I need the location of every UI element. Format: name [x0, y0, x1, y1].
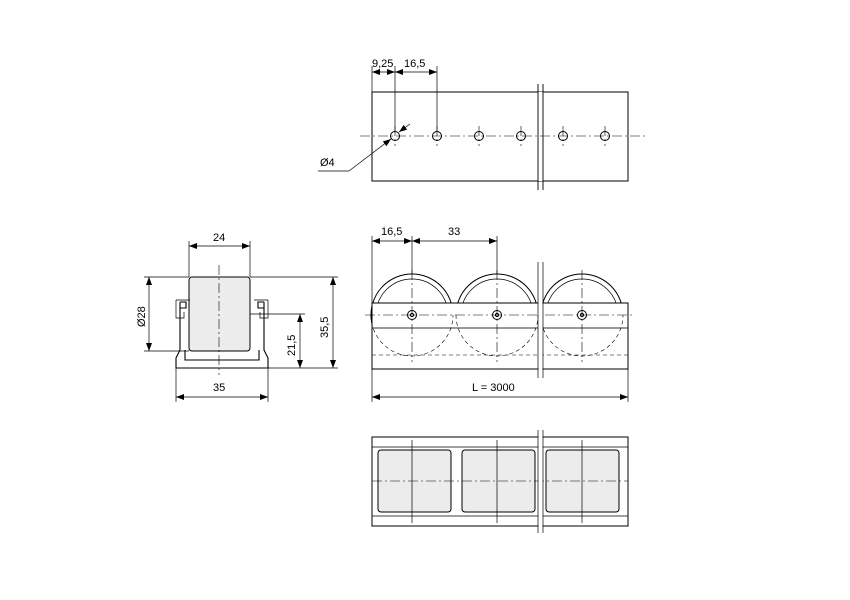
dim-roller-diameter: Ø28	[136, 306, 148, 327]
dim-hole-offset: 9,25	[372, 58, 393, 70]
profile-top-outline	[371, 436, 629, 527]
top-view-outline	[371, 91, 629, 182]
profile-side	[371, 302, 629, 370]
dim-total-height: 35,5	[319, 317, 331, 338]
top-view: 9,25 16,5 Ø4	[318, 58, 645, 190]
profile-section	[175, 301, 269, 369]
dim-axle-height: 21,5	[286, 335, 298, 356]
end-view: 24 Ø28 35 21,5 35,5	[136, 232, 338, 402]
dim-hole-diameter: Ø4	[320, 157, 335, 169]
dim-length: L = 3000	[472, 382, 515, 394]
dim-roller-offset: 16,5	[381, 226, 402, 238]
bottom-view	[371, 430, 629, 535]
dim-roller-pitch: 33	[448, 226, 460, 238]
dim-hole-pitch: 16,5	[404, 58, 425, 70]
roller-end	[188, 276, 251, 352]
side-view: 16,5 33 L = 3000	[365, 226, 635, 402]
dim-roller-width: 24	[213, 232, 225, 244]
dim-profile-width: 35	[213, 382, 225, 394]
